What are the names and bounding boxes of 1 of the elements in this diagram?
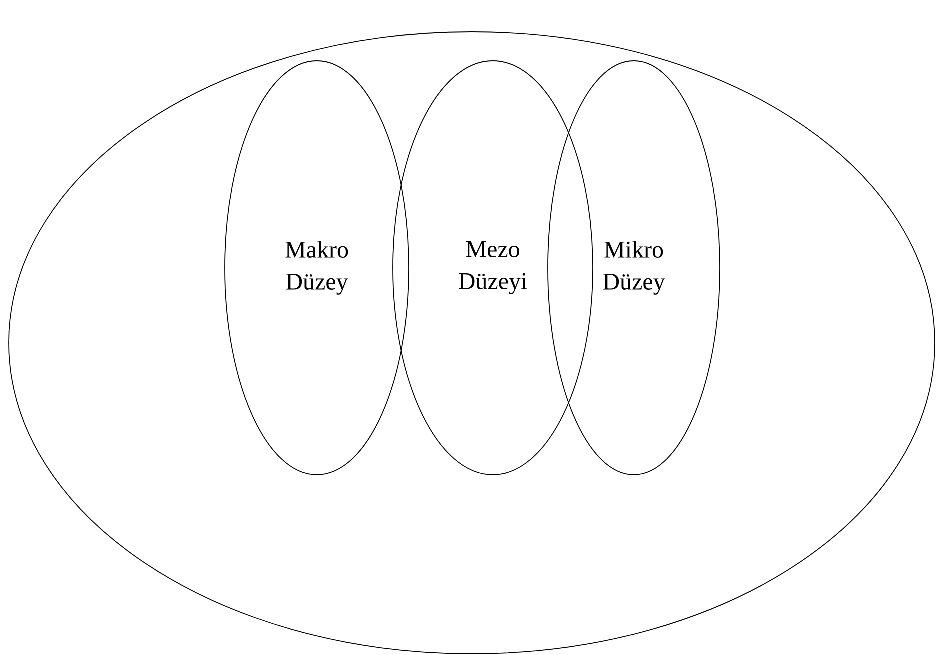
- outer-ellipse: [8, 32, 936, 654]
